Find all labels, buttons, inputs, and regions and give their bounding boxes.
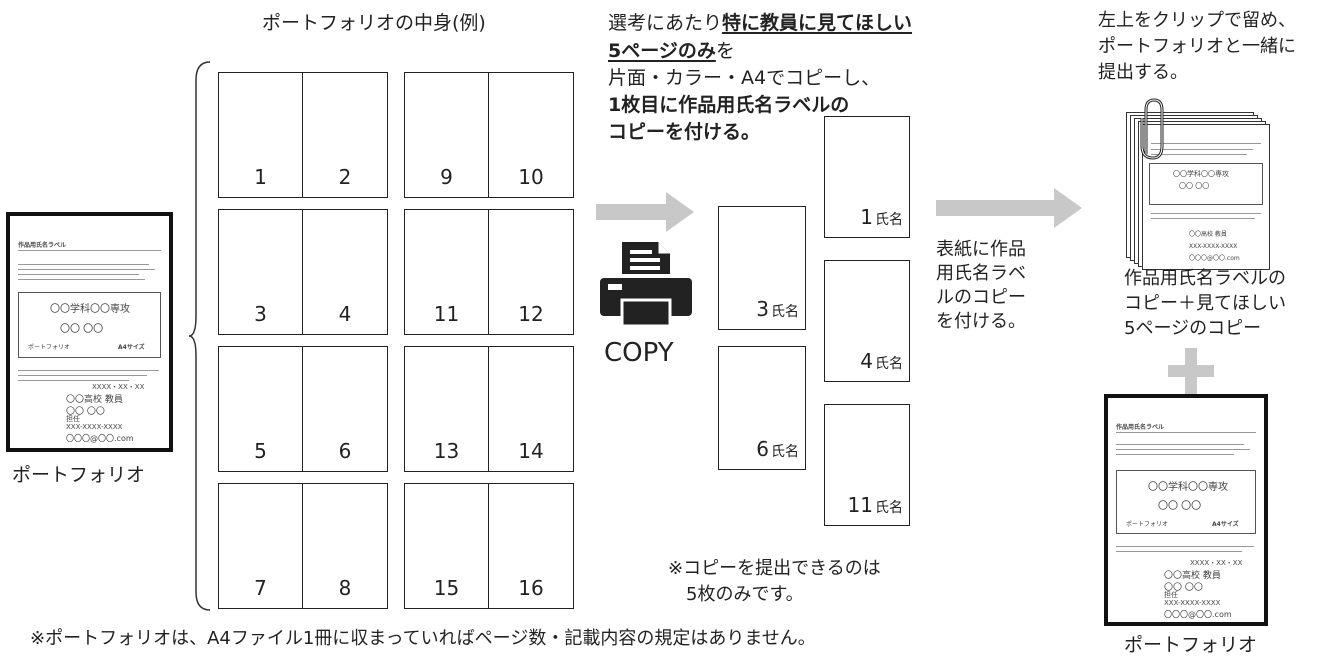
portfolio-page: 8 xyxy=(303,484,387,608)
portfolio-page: 14 xyxy=(489,347,573,471)
arrow-right-icon xyxy=(936,188,1082,228)
doc-name: 〇〇 〇〇 xyxy=(60,324,104,335)
bundle-email: 〇〇〇@〇〇.com xyxy=(1189,255,1240,262)
arrow-right-icon xyxy=(596,192,694,232)
instruction-line-4: 1枚目に作品用氏名ラベルの xyxy=(608,94,850,116)
page-number: 1 xyxy=(254,165,267,189)
page-number: 6 xyxy=(338,439,352,463)
doc-size: A4サイズ xyxy=(1212,521,1239,528)
doc-role: 担任 xyxy=(66,415,80,423)
page-number: 13 xyxy=(433,439,460,463)
paperclip-icon xyxy=(1140,98,1164,160)
doc-email: 〇〇〇@〇〇.com xyxy=(66,434,134,443)
doc-role: 担任 xyxy=(1164,591,1178,599)
portfolio-page: 12 xyxy=(489,210,573,334)
doc-title: 作品用氏名ラベル xyxy=(18,242,67,249)
page-number: 11 xyxy=(433,302,460,326)
doc-title: 作品用氏名ラベル xyxy=(1116,424,1165,431)
instruction-line-1: 選考にあたり特に教員に見てほしい xyxy=(608,12,913,34)
page-number: 15 xyxy=(433,576,460,600)
instruction-line-3: 片面・カラー・A4でコピーし、 xyxy=(608,67,881,89)
doc-work-type: ポートフォリオ xyxy=(1126,521,1169,528)
page-number: 5 xyxy=(254,439,267,463)
page-number: 4 xyxy=(338,302,352,326)
portfolio-page: 5 xyxy=(219,347,303,471)
portfolio-page: 9 xyxy=(405,73,489,197)
bundle-name: 〇〇 〇〇 xyxy=(1179,182,1210,190)
page-number: 16 xyxy=(518,576,544,600)
page-number: 7 xyxy=(254,576,267,600)
doc-date: XXXX・XX・XX xyxy=(92,383,145,391)
plus-icon xyxy=(1168,348,1214,394)
portfolio-page: 1 xyxy=(219,73,303,197)
doc-school: 〇〇高校 教員 xyxy=(1164,571,1221,581)
page-number: 2 xyxy=(338,165,352,189)
portfolio-page: 3 xyxy=(219,210,303,334)
doc-phone: XXX-XXXX-XXXX xyxy=(1164,599,1221,607)
portfolio-label-right: ポートフォリオ xyxy=(1124,634,1258,656)
portfolio-page: 6 xyxy=(303,347,387,471)
portfolio-page: 16 xyxy=(489,484,573,608)
cover-note: 表紙に作品 用氏名ラベ ルのコピー を付ける。 xyxy=(936,239,1026,332)
page-number: 9 xyxy=(440,165,453,189)
bundle-caption: 作品用氏名ラベルの コピー＋見てほしい 5ページのコピー xyxy=(1124,268,1286,339)
doc-name: 〇〇 〇〇 xyxy=(1158,501,1202,512)
copy-label: COPY xyxy=(604,338,674,368)
doc-major: 〇〇学科〇〇専攻 xyxy=(1148,482,1228,493)
doc-size: A4サイズ xyxy=(118,344,145,351)
doc-date: XXXX・XX・XX xyxy=(1190,559,1243,567)
doc-phone: XXX-XXXX-XXXX xyxy=(66,423,123,431)
portfolio-page: 13 xyxy=(405,347,489,471)
copy-note: ※コピーを提出できるのは 5枚のみです。 xyxy=(668,558,881,605)
bundle-phone: XXX-XXXX-XXXX xyxy=(1189,243,1238,250)
portfolio-page: 15 xyxy=(405,484,489,608)
page-number: 12 xyxy=(518,302,544,326)
portfolio-page: 4 xyxy=(303,210,387,334)
page-number: 10 xyxy=(518,165,544,189)
portfolio-document-right: 作品用氏名ラベル 〇〇学科〇〇専攻 〇〇 〇〇 ポートフォリオ A4サイズ XX… xyxy=(1104,394,1268,626)
doc-person: 〇〇 〇〇 xyxy=(66,407,105,417)
doc-person: 〇〇 〇〇 xyxy=(1164,583,1203,593)
instruction-line-2: 5ページのみを xyxy=(608,40,735,62)
page-number: 14 xyxy=(518,439,544,463)
page-number: 8 xyxy=(338,576,352,600)
footer-note: ※ポートフォリオは、A4ファイル1冊に収まっていればページ数・記載内容の規定はあ… xyxy=(30,628,816,649)
portfolio-contents-title: ポートフォリオの中身(例) xyxy=(262,12,486,34)
printer-icon xyxy=(600,242,692,328)
page-number: 3 xyxy=(254,302,267,326)
doc-major: 〇〇学科〇〇専攻 xyxy=(50,304,130,315)
doc-work-type: ポートフォリオ xyxy=(28,344,71,351)
portfolio-page: 2 xyxy=(303,73,387,197)
bundle-major: 〇〇学科〇〇専攻 xyxy=(1173,170,1229,178)
portfolio-spread: 9 10 xyxy=(404,72,574,198)
doc-email: 〇〇〇@〇〇.com xyxy=(1164,610,1232,619)
brace-icon xyxy=(188,61,211,611)
instruction-line-5: コピーを付ける。 xyxy=(608,121,761,143)
portfolio-spread: 11 12 xyxy=(404,209,574,335)
portfolio-spread: 13 14 xyxy=(404,346,574,472)
doc-school: 〇〇高校 教員 xyxy=(66,395,123,405)
clip-note: 左上をクリップで留め、 ポートフォリオと一緒に 提出する。 xyxy=(1098,10,1296,83)
portfolio-page: 7 xyxy=(219,484,303,608)
portfolio-label-left: ポートフォリオ xyxy=(12,464,146,486)
portfolio-document-left: 作品用氏名ラベル 〇〇学科〇〇専攻 〇〇 〇〇 ポートフォリオ A4サイズ XX… xyxy=(6,212,173,452)
bundle-school: 〇〇高校 教員 xyxy=(1189,231,1227,238)
portfolio-page: 11 xyxy=(405,210,489,334)
portfolio-page: 10 xyxy=(489,73,573,197)
